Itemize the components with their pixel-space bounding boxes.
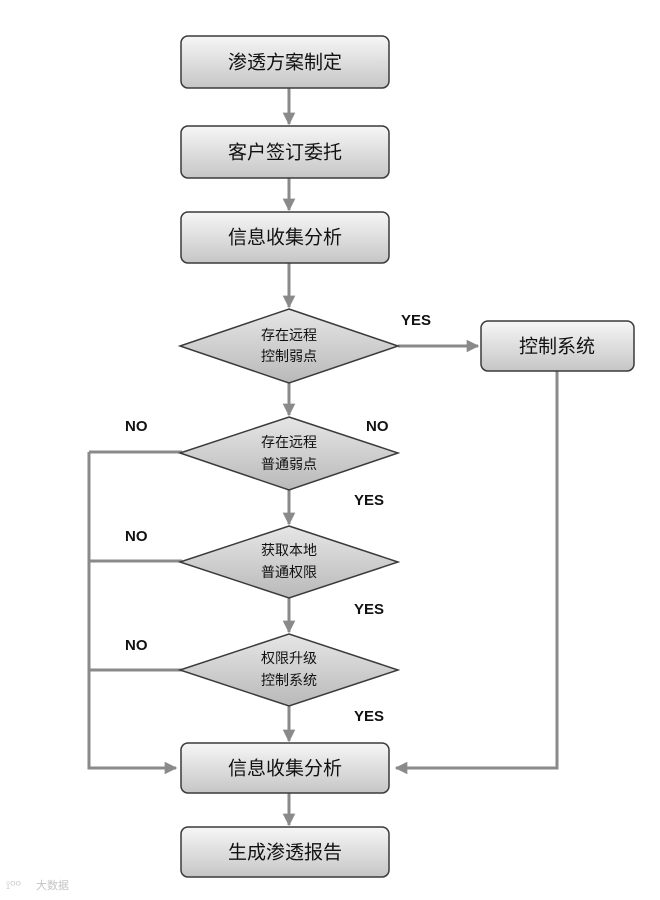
process-collect-2: 信息收集分析 bbox=[180, 742, 390, 794]
yes-label-2: YES bbox=[354, 492, 384, 509]
process-collect-1-label: 信息收集分析 bbox=[228, 227, 342, 249]
watermark: ⟟ᴼᴼ 大数据 bbox=[6, 878, 69, 892]
process-sign-label: 客户签订委托 bbox=[228, 142, 342, 164]
decision-local-normal-priv: 获取本地 普通权限 bbox=[177, 525, 401, 599]
process-plan-label: 渗透方案制定 bbox=[228, 52, 342, 74]
decision-privilege-escalation-line2: 控制系统 bbox=[261, 673, 317, 689]
process-report-label: 生成渗透报告 bbox=[228, 842, 342, 864]
process-plan: 渗透方案制定 bbox=[180, 35, 390, 89]
watermark-icon: ⟟ᴼᴼ bbox=[6, 879, 22, 892]
yes-label-1: YES bbox=[401, 312, 431, 329]
process-report: 生成渗透报告 bbox=[180, 826, 390, 878]
decision-remote-control-vuln-line1: 存在远程 bbox=[261, 328, 317, 344]
process-control-system: 控制系统 bbox=[480, 320, 635, 372]
connectors bbox=[87, 88, 559, 827]
decision-local-normal-priv-line2: 普通权限 bbox=[261, 565, 317, 581]
decision-local-normal-priv-line1: 获取本地 bbox=[261, 543, 317, 559]
decision-remote-normal-vuln: 存在远程 普通弱点 bbox=[177, 416, 401, 491]
decision-privilege-escalation: 权限升级 控制系统 bbox=[177, 633, 401, 707]
edge-control-to-collect2 bbox=[394, 371, 559, 775]
decision-remote-control-vuln-line2: 控制弱点 bbox=[261, 349, 317, 365]
process-collect-2-label: 信息收集分析 bbox=[228, 758, 342, 780]
watermark-text: 大数据 bbox=[36, 878, 69, 892]
yes-label-3: YES bbox=[354, 601, 384, 618]
process-control-system-label: 控制系统 bbox=[519, 336, 595, 358]
no-label-3: NO bbox=[125, 528, 148, 545]
branch-labels: YES NO NO YES NO YES NO YES bbox=[125, 312, 431, 725]
no-label-2: NO bbox=[125, 418, 148, 435]
no-label-1: NO bbox=[366, 418, 389, 435]
no-label-4: NO bbox=[125, 637, 148, 654]
process-sign: 客户签订委托 bbox=[180, 125, 390, 179]
decision-remote-normal-vuln-line2: 普通弱点 bbox=[261, 457, 317, 473]
process-collect-1: 信息收集分析 bbox=[180, 211, 390, 264]
decision-remote-normal-vuln-line1: 存在远程 bbox=[261, 435, 317, 451]
yes-label-4: YES bbox=[354, 708, 384, 725]
decision-remote-control-vuln: 存在远程 控制弱点 bbox=[177, 308, 401, 384]
edge-no-bus-to-collect2 bbox=[87, 452, 178, 775]
decision-privilege-escalation-line1: 权限升级 bbox=[261, 651, 317, 667]
